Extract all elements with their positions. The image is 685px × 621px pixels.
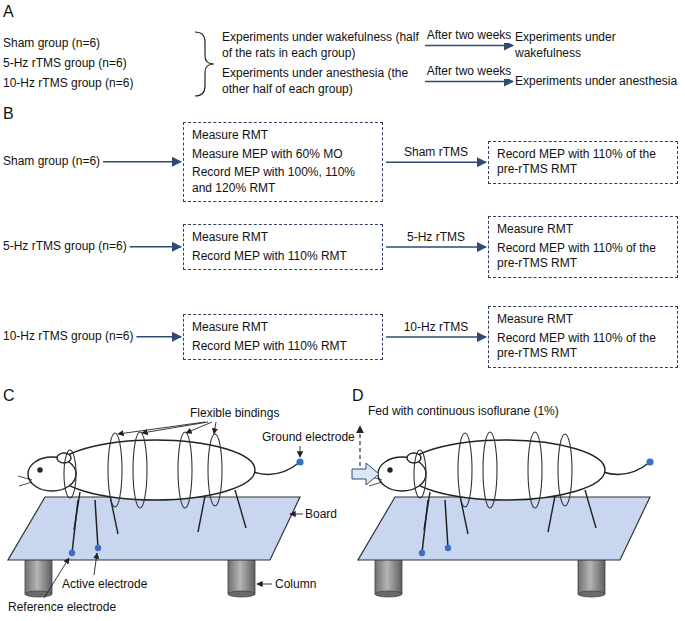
flow-arrow	[130, 246, 181, 248]
group-label: 10-Hz rTMS group (n=6)	[3, 76, 133, 92]
node-text: Measure RMT	[497, 222, 669, 238]
flow-arrow	[386, 336, 486, 338]
flow-arrow	[103, 161, 181, 163]
procedure-box: Measure RMT Measure MEP with 60% MO Record…	[183, 122, 383, 202]
node-text: Sham group (n=6)	[3, 154, 100, 170]
node-text: Record MEP with 100%, 110% and 120% RMT	[192, 165, 374, 196]
node-text: Record MEP with 110% of the pre-rTMS RMT	[497, 241, 669, 272]
procedure-box: Measure RMT Record MEP with 110% RMT	[183, 224, 383, 270]
part-label: Column	[275, 577, 316, 591]
leader-line	[44, 422, 303, 598]
part-label: Active electrode	[62, 577, 147, 591]
flow-arrow	[425, 81, 513, 83]
edge-label: After two weeks	[426, 28, 513, 42]
condition-text: Experiments under anesthesia (the other …	[222, 66, 422, 97]
node-text: Measure RMT	[192, 230, 374, 246]
node-text: Record MEP with 110% of the pre-rTMS RMT	[497, 147, 669, 178]
procedure-box: Measure RMT Record MEP with 110% RMT	[183, 314, 383, 360]
node-text: Record MEP with 110% of the pre-rTMS RMT	[497, 331, 669, 362]
flow-arrow	[386, 246, 486, 248]
node-text: 5-Hz rTMS group (n=6)	[3, 239, 127, 255]
panel-letter: D	[352, 386, 364, 405]
node-text: 10-Hz rTMS group (n=6)	[3, 329, 133, 345]
group-label: Sham group (n=6)	[3, 154, 100, 170]
node-text: Sham group (n=6)	[3, 36, 100, 52]
part-label: Board	[305, 507, 337, 521]
rat-setup	[8, 432, 304, 597]
condition-text: Experiments under wakefulness (half of t…	[222, 30, 422, 61]
node-text: Record MEP with 110% RMT	[192, 249, 374, 265]
brace	[195, 32, 214, 96]
group-label: Sham group (n=6)	[3, 36, 100, 52]
procedure-box: Measure RMT Record MEP with 110% of the p…	[488, 306, 678, 368]
panel-letter: B	[3, 104, 14, 123]
condition-text: Experiments under anesthesia	[515, 74, 681, 90]
node-text: Measure MEP with 60% MO	[192, 147, 374, 163]
part-label: Ground electrode	[262, 430, 355, 444]
node-text: Measure RMT	[192, 128, 374, 144]
edge-label: Sham rTMS	[403, 145, 469, 159]
procedure-box: Measure RMT Record MEP with 110% of the p…	[488, 216, 678, 278]
panel-letter: A	[3, 2, 14, 21]
edge-label: 10-Hz rTMS	[403, 320, 470, 334]
condition-text: Experiments under wakefulness	[515, 30, 681, 61]
node-text: Measure RMT	[497, 312, 669, 328]
flow-arrow	[136, 336, 181, 338]
edge-label: 5-Hz rTMS	[406, 230, 466, 244]
gas-inlet-arrow	[352, 463, 379, 485]
node-text: Experiments under wakefulness (half of t…	[222, 30, 422, 61]
procedure-box: Record MEP with 110% of the pre-rTMS RMT	[488, 141, 678, 184]
part-label: Flexible bindings	[190, 406, 279, 420]
panel-letter: C	[3, 386, 15, 405]
group-label: 5-Hz rTMS group (n=6)	[3, 56, 127, 72]
node-text: Experiments under anesthesia (the other …	[222, 66, 422, 97]
node-text: Experiments under wakefulness	[515, 30, 681, 61]
part-label: Reference electrode	[8, 600, 116, 614]
node-text: 5-Hz rTMS group (n=6)	[3, 56, 127, 72]
flow-arrow	[386, 161, 486, 163]
flow-arrow	[425, 45, 513, 47]
node-text: Record MEP with 110% RMT	[192, 339, 374, 355]
rat-setup	[358, 432, 654, 597]
node-text: 10-Hz rTMS group (n=6)	[3, 76, 133, 92]
note-label: Fed with continuous isoflurane (1%)	[368, 404, 559, 418]
group-label: 5-Hz rTMS group (n=6)	[3, 239, 127, 255]
node-text: Experiments under anesthesia	[515, 74, 681, 90]
dashed-arrow	[359, 426, 360, 466]
group-label: 10-Hz rTMS group (n=6)	[3, 329, 133, 345]
edge-label: After two weeks	[426, 64, 513, 78]
node-text: Measure RMT	[192, 320, 374, 336]
